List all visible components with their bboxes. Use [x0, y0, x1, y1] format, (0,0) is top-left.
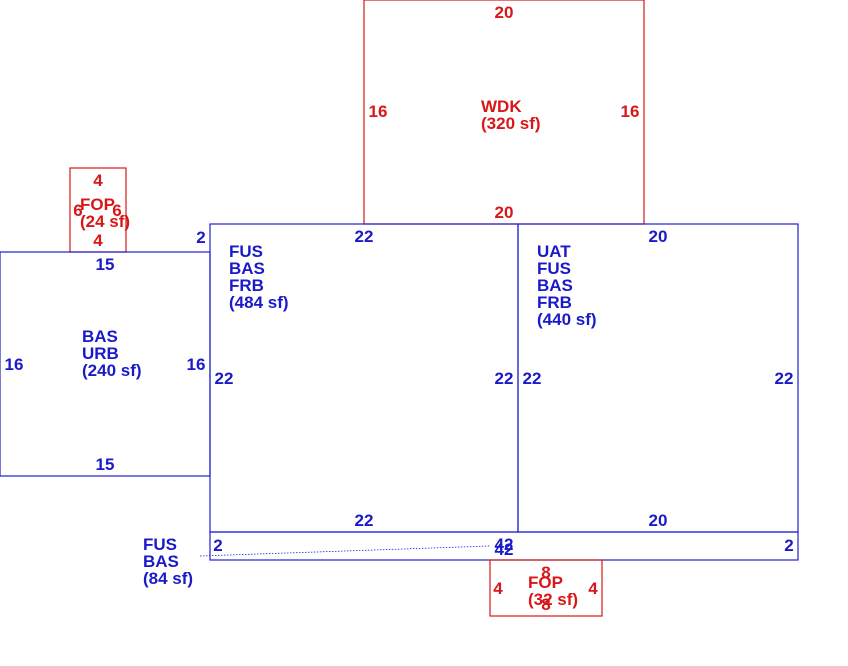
left-code-2: URB — [82, 344, 119, 363]
wdk-dim-top: 20 — [495, 3, 514, 22]
right-area-label: (440 sf) — [537, 310, 597, 329]
wdk-area: 20 20 16 16 WDK (320 sf) — [363, 0, 645, 225]
strip-dim-bottom: 42 — [495, 540, 514, 559]
fop-bottom-outline — [489, 559, 603, 617]
wdk-dim-right: 16 — [621, 102, 640, 121]
right-dim-left: 22 — [523, 369, 542, 388]
strip-area-label: (84 sf) — [143, 569, 193, 588]
left-dim-top: 15 — [96, 255, 115, 274]
center-area-label: (484 sf) — [229, 293, 289, 312]
fop-bottom-area: 8 8 4 4 FOP (32 sf) — [489, 559, 603, 617]
wdk-code: WDK — [481, 97, 522, 116]
strip-code-1: FUS — [143, 535, 177, 554]
fop-bottom-dim-right: 4 — [588, 579, 598, 598]
fop-bottom-dim-left: 4 — [493, 579, 503, 598]
wdk-dim-left: 16 — [369, 102, 388, 121]
left-area: 15 15 16 16 BAS URB (240 sf) — [0, 251, 211, 477]
center-dim-right: 22 — [495, 369, 514, 388]
strip-area: 2 2 42 42 FUS BAS (84 sf) — [143, 531, 799, 588]
right-dim-top: 20 — [649, 227, 668, 246]
right-code-1: UAT — [537, 242, 571, 261]
strip-dim-left: 2 — [213, 536, 222, 555]
right-area: 20 20 22 22 UAT FUS BAS FRB (440 sf) — [517, 223, 799, 533]
fop-small-code: FOP — [80, 195, 115, 214]
left-code-1: BAS — [82, 327, 118, 346]
left-dim-bottom: 15 — [96, 455, 115, 474]
left-area-label: (240 sf) — [82, 361, 142, 380]
strip-dim-right: 2 — [784, 536, 793, 555]
strip-dim-top: 42 — [495, 535, 514, 554]
fop-small-area: 4 4 6 6 FOP (24 sf) — [69, 167, 130, 253]
right-dim-bottom: 20 — [649, 511, 668, 530]
fop-bottom-dim-top: 8 — [541, 563, 550, 582]
center-code-2: BAS — [229, 259, 265, 278]
fop-small-dim-left: 6 — [73, 201, 82, 220]
center-dim-top: 22 — [355, 227, 374, 246]
center-dim-corner: 2 — [196, 228, 205, 247]
strip-code-2: BAS — [143, 552, 179, 571]
right-code-3: BAS — [537, 276, 573, 295]
right-code-2: FUS — [537, 259, 571, 278]
fop-small-dim-top: 4 — [93, 171, 103, 190]
center-code-1: FUS — [229, 242, 263, 261]
fop-bottom-area-label: (32 sf) — [528, 590, 578, 609]
center-dim-bottom: 22 — [355, 511, 374, 530]
left-dim-left: 16 — [5, 355, 24, 374]
wdk-dim-bottom: 20 — [495, 203, 514, 222]
left-dim-right: 16 — [187, 355, 206, 374]
wdk-area-label: (320 sf) — [481, 114, 541, 133]
fop-small-area-label: (24 sf) — [80, 212, 130, 231]
fop-small-dim-bottom: 4 — [93, 231, 103, 250]
center-area: 2 22 22 22 22 FUS BAS FRB (484 sf) — [196, 223, 519, 533]
fop-small-dim-right: 6 — [112, 201, 121, 220]
strip-leader-line — [199, 545, 491, 557]
fop-bottom-code: FOP — [528, 573, 563, 592]
right-code-4: FRB — [537, 293, 572, 312]
center-code-3: FRB — [229, 276, 264, 295]
right-dim-right: 22 — [775, 369, 794, 388]
fop-bottom-dim-bottom: 8 — [541, 595, 550, 614]
center-dim-left: 22 — [215, 369, 234, 388]
